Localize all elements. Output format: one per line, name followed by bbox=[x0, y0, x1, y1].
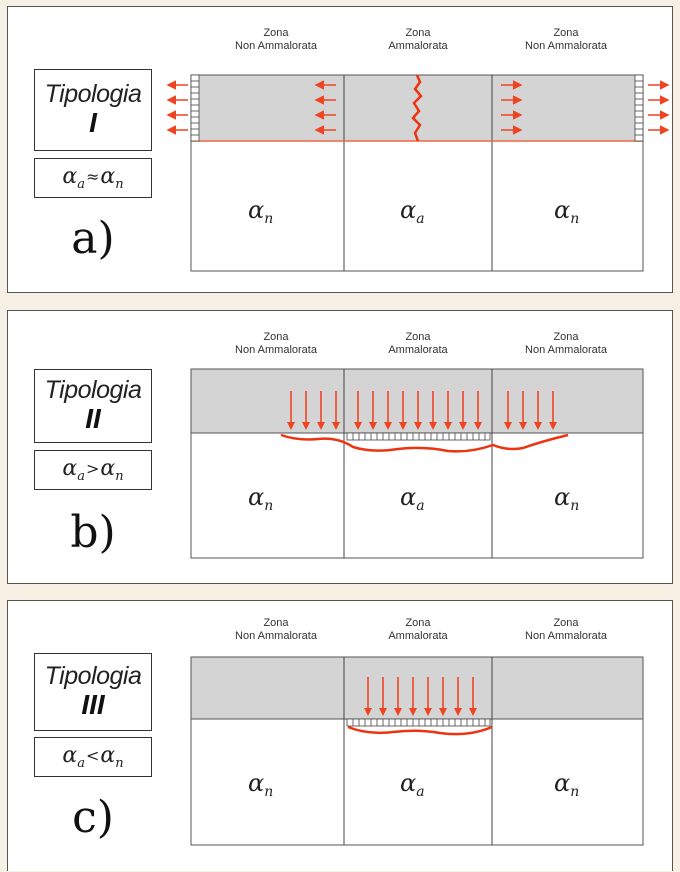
case-label: a) bbox=[71, 213, 115, 264]
alpha-a-center: αa bbox=[400, 483, 425, 514]
cover-layer bbox=[190, 656, 644, 720]
tipologia-box: Tipologia I bbox=[34, 69, 152, 151]
alpha-n-right: αn bbox=[554, 483, 579, 514]
alpha-a-center: αa bbox=[400, 196, 425, 227]
diagram-a: αn αa αn bbox=[166, 74, 670, 272]
tipologia-label: Tipologia bbox=[44, 80, 142, 109]
interface-hatch bbox=[346, 432, 491, 441]
tipologia-number: II bbox=[85, 402, 101, 434]
pressure-arrows bbox=[287, 391, 557, 430]
tipologia-label: Tipologia bbox=[44, 662, 142, 691]
end-hatch-right bbox=[634, 74, 644, 142]
delamination-crack bbox=[347, 725, 493, 736]
relation-box: αa≈αn bbox=[34, 158, 152, 198]
relation-formula: αa>αn bbox=[62, 456, 124, 484]
tipologia-number: III bbox=[81, 688, 105, 720]
diagram-b: αn αa αn bbox=[190, 368, 644, 559]
tipologia-box: Tipologia III bbox=[34, 653, 152, 731]
substrate bbox=[190, 718, 644, 846]
vertical-crack bbox=[411, 74, 423, 142]
tipologia-label: Tipologia bbox=[44, 376, 142, 405]
alpha-a-center: αa bbox=[400, 769, 425, 800]
relation-box: αa<αn bbox=[34, 737, 152, 777]
substrate bbox=[190, 432, 644, 559]
pressure-arrows bbox=[364, 677, 477, 716]
diagram-c: αn αa αn bbox=[190, 656, 644, 846]
alpha-n-left: αn bbox=[248, 769, 273, 800]
delamination-crack bbox=[280, 433, 569, 453]
tipologia-number: I bbox=[89, 106, 97, 138]
case-label: b) bbox=[70, 507, 116, 558]
alpha-n-left: αn bbox=[248, 483, 273, 514]
alpha-n-left: αn bbox=[248, 196, 273, 227]
relation-formula: αa≈αn bbox=[62, 164, 124, 192]
end-hatch-left bbox=[190, 74, 200, 142]
interface-hatch bbox=[346, 718, 491, 727]
tension-arrows bbox=[166, 80, 670, 135]
case-label: c) bbox=[72, 792, 114, 843]
relation-formula: αa<αn bbox=[62, 743, 124, 771]
alpha-n-right: αn bbox=[554, 196, 579, 227]
alpha-n-right: αn bbox=[554, 769, 579, 800]
relation-box: αa>αn bbox=[34, 450, 152, 490]
tipologia-box: Tipologia II bbox=[34, 369, 152, 443]
